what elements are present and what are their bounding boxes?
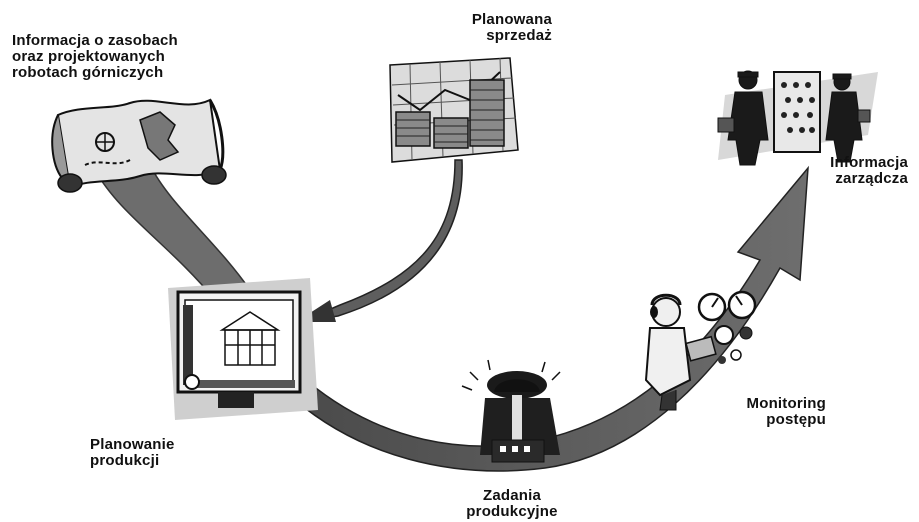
arrow-sales-to-planning — [299, 159, 463, 323]
label-production-planning: Planowanie produkcji — [90, 436, 175, 469]
operator-gauges-icon — [644, 290, 757, 411]
label-planned-sales: Planowana sprzedaż — [471, 11, 552, 44]
sales-money-icon — [389, 57, 519, 163]
label-production-tasks: Zadania produkcyjne — [466, 487, 558, 520]
businessmen-icon — [717, 70, 878, 166]
label-resources-info: Informacja o zasobach oraz projektowanyc… — [12, 32, 178, 81]
arrow-resources-to-planning — [93, 164, 252, 301]
label-management-info: Informacja zarządcza — [830, 154, 908, 187]
label-progress-monitoring: Monitoring postępu — [746, 395, 826, 428]
drafting-board-icon — [168, 278, 318, 420]
worker-icon — [461, 359, 561, 463]
map-scroll-icon — [51, 98, 227, 193]
